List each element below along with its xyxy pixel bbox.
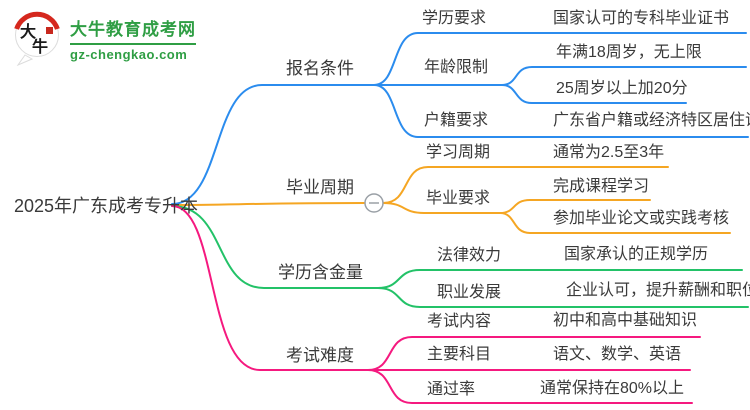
connector-difficulty-main xyxy=(171,205,369,371)
connector-education-req-row xyxy=(373,32,747,86)
collapse-button[interactable] xyxy=(364,193,384,213)
leaf-node-age-25-bonus: 25周岁以上加20分 xyxy=(556,80,688,97)
connector-residence-row xyxy=(373,84,749,138)
leaf-node-thesis-practice: 参加毕业论文或实践考核 xyxy=(553,210,730,227)
badge-char-2: 牛 xyxy=(32,37,48,56)
leaf-node-employer-recognition: 企业认可，提升薪酬和职位 xyxy=(566,282,750,299)
connector-grad-req-stem xyxy=(382,202,501,214)
connector-graduation-main xyxy=(171,202,365,206)
branch-label-exam-difficulty: 考试难度 xyxy=(286,346,354,365)
leaf-node-age-18: 年满18周岁，无上限 xyxy=(556,44,702,61)
leaf-node-pass-rate-value: 通常保持在80%以上 xyxy=(540,380,685,397)
branch-label-enrollment: 报名条件 xyxy=(286,59,354,78)
daniu-badge-icon: 大 牛 xyxy=(14,11,60,66)
sub-node-exam-content: 考试内容 xyxy=(427,313,492,330)
leaf-node-diploma: 国家认可的专科毕业证书 xyxy=(553,10,730,27)
site-name: 大牛教育成考网 xyxy=(70,15,196,45)
sub-node-legal-effect: 法律效力 xyxy=(437,247,502,264)
connector-age-limit-row2 xyxy=(501,84,687,104)
connector-pass-rate-row xyxy=(367,369,693,404)
sub-node-education-requirement: 学历要求 xyxy=(422,10,487,27)
sub-node-grad-requirement: 毕业要求 xyxy=(426,190,491,207)
root-node: 2025年广东成考专升本 xyxy=(14,196,199,216)
connector-legal-row xyxy=(377,269,743,289)
branch-label-graduation-cycle: 毕业周期 xyxy=(286,178,354,197)
connector-exam-content-row xyxy=(367,336,701,371)
sub-node-pass-rate: 通过率 xyxy=(427,381,476,398)
connector-study-cycle-row xyxy=(382,166,669,204)
leaf-node-basic-knowledge: 初中和高中基础知识 xyxy=(553,312,698,329)
connector-grad-req-row2 xyxy=(499,212,731,234)
badge-char-1: 大 xyxy=(20,22,36,41)
leaf-node-subjects-list: 语文、数学、英语 xyxy=(553,346,682,363)
connector-career-row xyxy=(377,287,749,308)
sub-node-study-cycle: 学习周期 xyxy=(426,144,491,161)
connector-grad-req-row1 xyxy=(499,199,651,214)
site-logo: 大 牛 大牛教育成考网 gz-chengkao.com xyxy=(12,10,196,66)
leaf-node-state-recognized: 国家承认的正规学历 xyxy=(564,246,709,263)
sub-node-residence-requirement: 户籍要求 xyxy=(424,112,489,129)
red-seal-icon xyxy=(46,27,53,34)
sub-node-career-growth: 职业发展 xyxy=(437,284,502,301)
connector-degree-value-main xyxy=(171,205,379,289)
branch-label-degree-value: 学历含金量 xyxy=(278,263,363,282)
sub-node-main-subjects: 主要科目 xyxy=(427,346,492,363)
sub-node-age-limit: 年龄限制 xyxy=(424,59,489,76)
leaf-node-residence-permit: 广东省户籍或经济特区居住证 xyxy=(553,112,750,129)
leaf-node-complete-courses: 完成课程学习 xyxy=(553,178,650,195)
connector-enrollment-main xyxy=(171,84,375,205)
leaf-node-cycle-years: 通常为2.5至3年 xyxy=(553,144,665,161)
connector-age-limit-row1 xyxy=(501,66,747,86)
site-url: gz-chengkao.com xyxy=(70,47,188,62)
